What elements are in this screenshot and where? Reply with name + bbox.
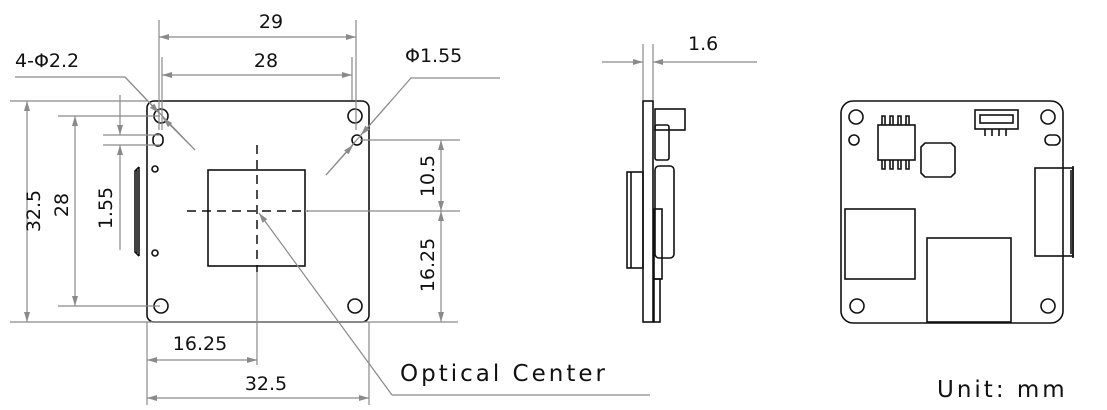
component-block	[926, 237, 1012, 323]
dim-29: 29	[259, 11, 283, 33]
component-block	[844, 208, 916, 280]
side-connector	[1034, 167, 1074, 257]
side-board	[642, 100, 654, 323]
mount-hole	[849, 298, 865, 314]
inductor	[920, 142, 956, 178]
dim-10-5: 10.5	[417, 155, 439, 197]
mount-hole	[347, 108, 363, 124]
dim-28-vertical: 28	[51, 193, 73, 217]
side-component	[653, 278, 661, 323]
slot-hole	[1044, 134, 1061, 146]
pad	[151, 165, 159, 173]
front-dimensions: 29 28 4-Φ2.2 Φ1.55 32.5 28 1.55 10.5 16.…	[10, 11, 650, 405]
dim-16-25-horizontal: 16.25	[173, 333, 227, 355]
dim-32-5-vertical: 32.5	[23, 190, 45, 232]
dim-28-top: 28	[254, 50, 278, 72]
side-component	[654, 108, 686, 131]
ic-chip	[877, 124, 916, 161]
optical-center-label: Optical Center	[400, 361, 608, 387]
side-lens	[626, 171, 644, 269]
top-connector	[974, 109, 1019, 130]
side-component	[654, 165, 675, 259]
small-hole-callout: Φ1.55	[405, 45, 462, 67]
back-view: Unit: mm	[840, 100, 1074, 403]
dim-1-6: 1.6	[688, 33, 718, 55]
mount-hole	[1040, 109, 1056, 125]
dim-1-55: 1.55	[95, 187, 117, 229]
small-hole	[848, 134, 860, 146]
slot-hole	[152, 133, 164, 147]
dim-32-5-horizontal: 32.5	[245, 373, 287, 395]
back-board-outline	[840, 100, 1064, 324]
mount-hole	[1040, 298, 1056, 314]
side-component	[654, 124, 670, 161]
hole-callout: 4-Φ2.2	[15, 50, 79, 72]
pad	[151, 249, 159, 257]
mount-hole	[848, 109, 864, 125]
side-view: 1.6	[602, 33, 757, 323]
side-connector	[134, 166, 140, 257]
unit-label: Unit: mm	[937, 377, 1068, 403]
mount-hole	[347, 298, 363, 314]
dim-16-25-vertical: 16.25	[417, 238, 439, 292]
